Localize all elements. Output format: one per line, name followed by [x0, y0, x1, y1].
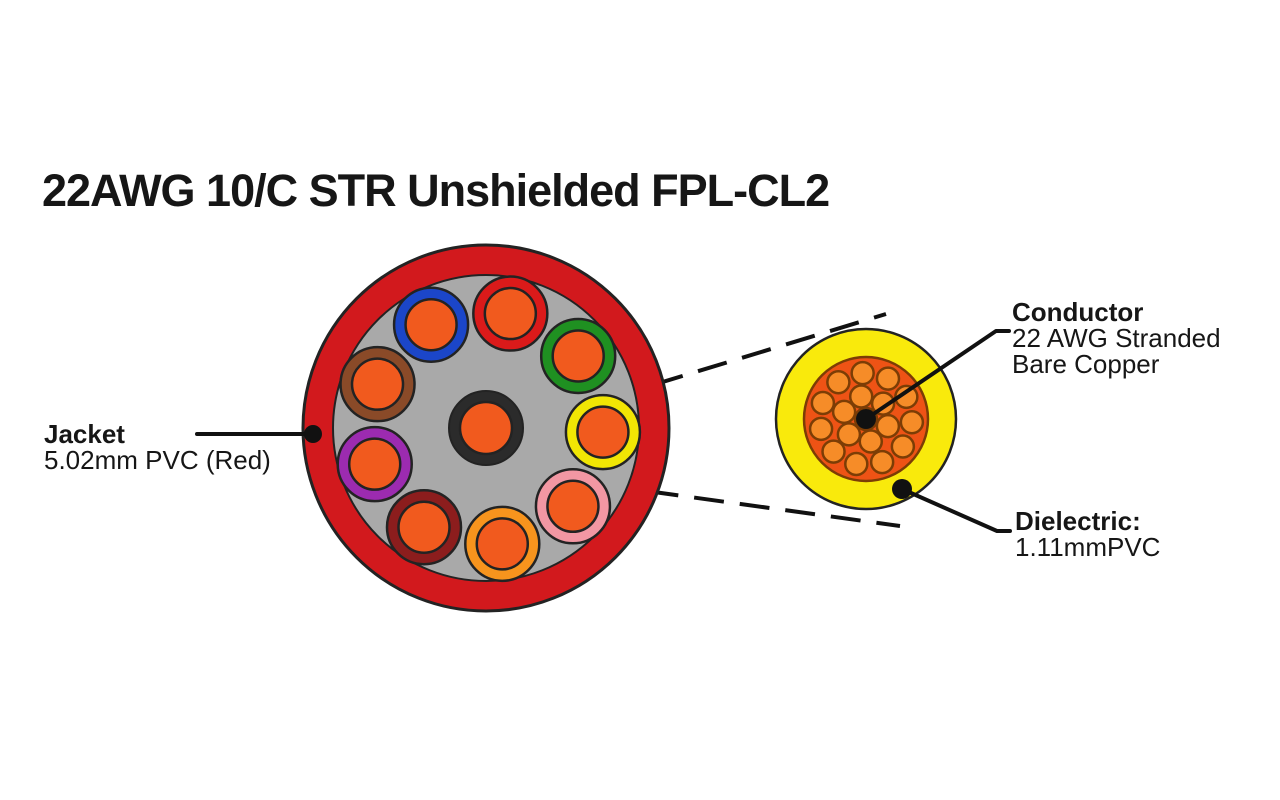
copper-strand [858, 429, 884, 454]
copper-strand [836, 422, 862, 447]
conductor-core-red [483, 286, 538, 341]
dielectric-callout-line [900, 487, 1012, 533]
jacket-heading: Jacket [44, 419, 125, 449]
jacket-callout-dot [304, 425, 322, 443]
conductor-core-pink [546, 479, 600, 534]
copper-strand [875, 413, 901, 439]
copper-strand [848, 384, 874, 409]
conductor-detail-line2: Bare Copper [1012, 349, 1160, 379]
copper-strand [810, 390, 836, 416]
conductor-callout-dot [856, 409, 876, 429]
conductor-core-purple [347, 437, 402, 491]
conductor-core-maroon [397, 500, 451, 554]
copper-strand [899, 409, 925, 435]
jacket-detail: 5.02mm PVC (Red) [44, 445, 271, 475]
jacket-callout-label: Jacket 5.02mm PVC (Red) [44, 421, 271, 473]
copper-strand [890, 434, 916, 459]
copper-strand [821, 439, 846, 464]
dielectric-detail: 1.11mmPVC [1015, 532, 1161, 562]
copper-strand [875, 366, 901, 391]
conductor-core-blue [404, 297, 458, 352]
conductor-core-yellow [576, 405, 630, 459]
conductor-callout-label: Conductor 22 AWG Stranded Bare Copper [1012, 299, 1221, 377]
dielectric-callout-dot [892, 479, 912, 499]
copper-strand [869, 449, 895, 475]
conductor-detail-line1: 22 AWG Stranded [1012, 323, 1221, 353]
conductor-core-green [551, 329, 605, 383]
copper-strand [831, 399, 857, 425]
copper-strand [850, 360, 875, 386]
page-title: 22AWG 10/C STR Unshielded FPL-CL2 [42, 165, 830, 216]
conductor-callout-line [864, 329, 1011, 421]
dielectric-heading: Dielectric: [1015, 506, 1141, 536]
copper-strand [826, 369, 851, 395]
conductor-core-black-center [458, 400, 514, 456]
copper-strand [844, 451, 869, 477]
dielectric-callout-label: Dielectric: 1.11mmPVC [1015, 508, 1160, 560]
conductor-core-orange [475, 517, 530, 571]
conductor-core-brown [350, 357, 405, 411]
copper-strand [808, 416, 834, 442]
conductor-heading: Conductor [1012, 297, 1144, 327]
